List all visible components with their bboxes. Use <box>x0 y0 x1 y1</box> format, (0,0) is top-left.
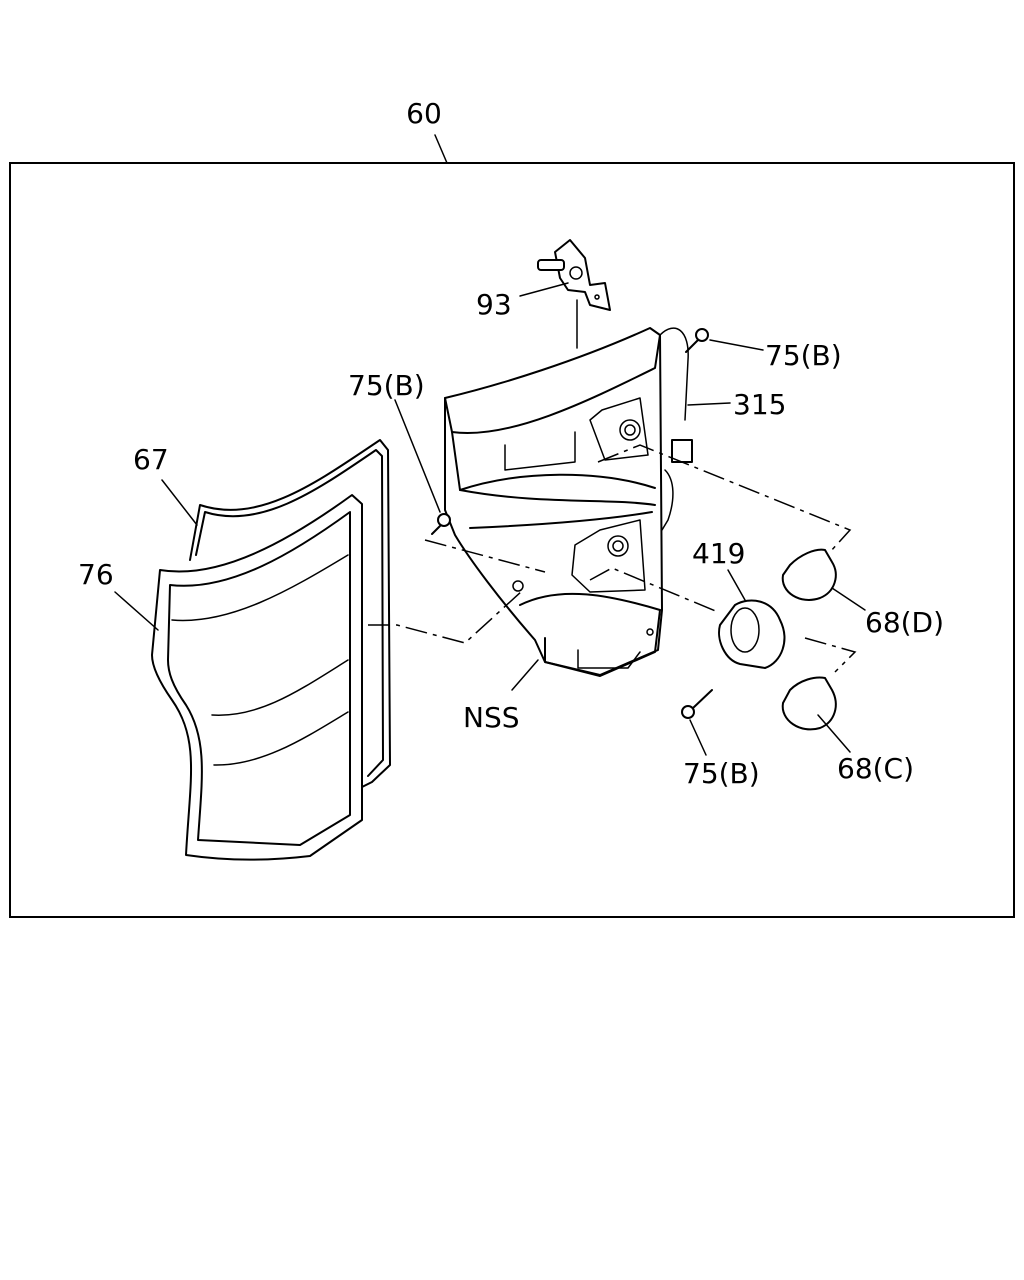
bracket-part <box>537 239 611 349</box>
label-67: 67 <box>133 443 169 476</box>
leader-93 <box>519 282 569 297</box>
assembly-frame <box>9 162 1015 918</box>
label-68c: 68(C) <box>837 752 914 785</box>
label-75b-top-right: 75(B) <box>765 339 842 372</box>
label-419: 419 <box>692 537 745 570</box>
assembly-leader <box>434 134 448 164</box>
leader-75b-top-left <box>394 399 441 513</box>
label-315: 315 <box>733 388 786 421</box>
leader-315 <box>687 402 731 406</box>
leader-68d <box>831 587 866 611</box>
label-75b-bottom: 75(B) <box>683 757 760 790</box>
gasket-part <box>189 439 391 789</box>
leader-68c <box>817 714 851 753</box>
centerline-bulb-c <box>804 637 857 673</box>
leader-419 <box>727 569 746 601</box>
label-60: 60 <box>406 97 442 130</box>
screw-bottom <box>681 689 713 719</box>
centerline-lens <box>368 589 524 644</box>
screw-top-left <box>431 513 451 535</box>
centerline-screw <box>424 539 546 573</box>
centerline-lower-bulb <box>589 567 719 613</box>
centerline-upper-bulb <box>597 444 852 553</box>
socket-part <box>718 599 786 669</box>
leader-67 <box>161 479 198 526</box>
label-93: 93 <box>476 288 512 321</box>
lens-part <box>151 494 363 861</box>
label-68d: 68(D) <box>865 606 944 639</box>
leader-nss <box>511 659 539 691</box>
bulb-d-part <box>781 548 837 601</box>
leader-75b-top-right <box>709 339 764 351</box>
leader-76 <box>114 591 159 631</box>
leader-75b-bottom <box>689 719 707 756</box>
housing-part <box>444 327 693 677</box>
label-nss: NSS <box>463 701 520 734</box>
label-76: 76 <box>78 558 114 591</box>
label-75b-top-left: 75(B) <box>348 369 425 402</box>
bulb-c-part <box>781 676 837 731</box>
screw-top-right <box>685 328 709 353</box>
